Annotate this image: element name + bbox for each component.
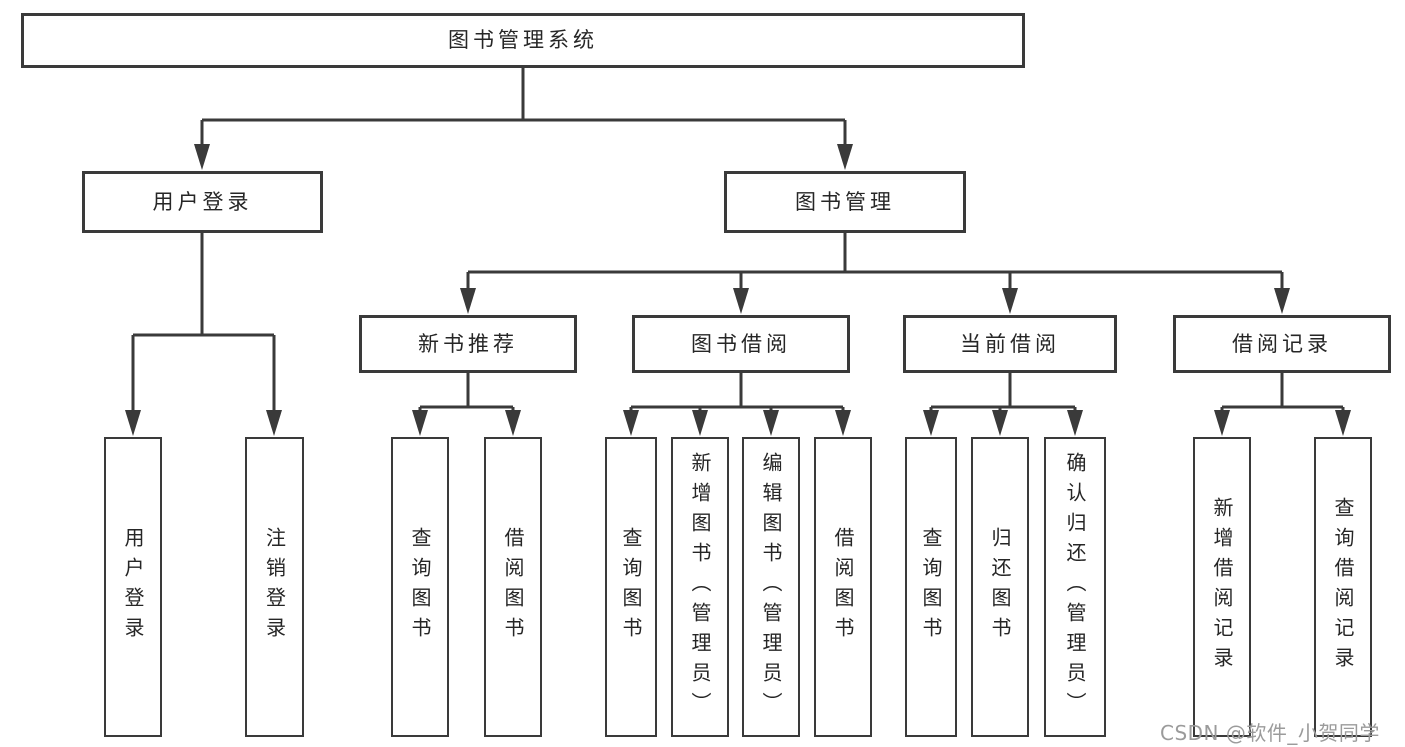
leaf-label: 归还图书 (988, 527, 1012, 647)
leaf-search-books-recommend: 查询图书 (391, 437, 449, 737)
leaf-add-book-admin: 新增图书（管理员） (671, 437, 729, 737)
leaf-label: 查询图书 (919, 527, 943, 647)
node-new-book-recommendation: 新书推荐 (359, 315, 577, 373)
node-current-borrowing: 当前借阅 (903, 315, 1117, 373)
leaf-logout: 注销登录 (245, 437, 304, 737)
node-label: 图书管理系统 (448, 28, 598, 52)
leaf-label: 借阅图书 (501, 527, 525, 647)
node-book-borrowing: 图书借阅 (632, 315, 850, 373)
leaf-confirm-return-admin: 确认归还（管理员） (1044, 437, 1106, 737)
node-borrowing-records: 借阅记录 (1173, 315, 1391, 373)
leaf-label: 用户登录 (121, 527, 145, 647)
leaf-borrow-books: 借阅图书 (814, 437, 872, 737)
leaf-search-books-current: 查询图书 (905, 437, 957, 737)
leaf-label: 注销登录 (262, 527, 287, 647)
leaf-return-books: 归还图书 (971, 437, 1029, 737)
node-label: 图书管理 (795, 189, 895, 214)
node-label: 用户登录 (152, 189, 253, 214)
leaf-label: 新增图书（管理员） (688, 452, 712, 722)
leaf-add-borrow-record: 新增借阅记录 (1193, 437, 1251, 737)
arrowheads (125, 144, 1351, 436)
leaf-search-borrow-record: 查询借阅记录 (1314, 437, 1372, 737)
node-library-management-system: 图书管理系统 (21, 13, 1025, 68)
node-user-login: 用户登录 (82, 171, 323, 233)
watermark: CSDN @软件_小贺同学 (1160, 721, 1380, 745)
leaf-search-books-borrowing: 查询图书 (605, 437, 657, 737)
node-label: 当前借阅 (960, 331, 1060, 356)
node-label: 新书推荐 (418, 331, 518, 356)
leaf-borrow-books-recommend: 借阅图书 (484, 437, 542, 737)
leaf-label: 查询借阅记录 (1331, 497, 1355, 677)
leaf-edit-book-admin: 编辑图书（管理员） (742, 437, 800, 737)
leaf-label: 查询图书 (619, 527, 643, 647)
leaf-label: 借阅图书 (831, 527, 855, 647)
node-book-management: 图书管理 (724, 171, 966, 233)
node-label: 借阅记录 (1232, 331, 1332, 356)
leaf-label: 新增借阅记录 (1210, 497, 1234, 677)
leaf-user-login: 用户登录 (104, 437, 162, 737)
leaf-label: 确认归还（管理员） (1063, 452, 1087, 722)
leaf-label: 查询图书 (408, 527, 432, 647)
node-label: 图书借阅 (691, 331, 791, 356)
leaf-label: 编辑图书（管理员） (759, 452, 783, 722)
